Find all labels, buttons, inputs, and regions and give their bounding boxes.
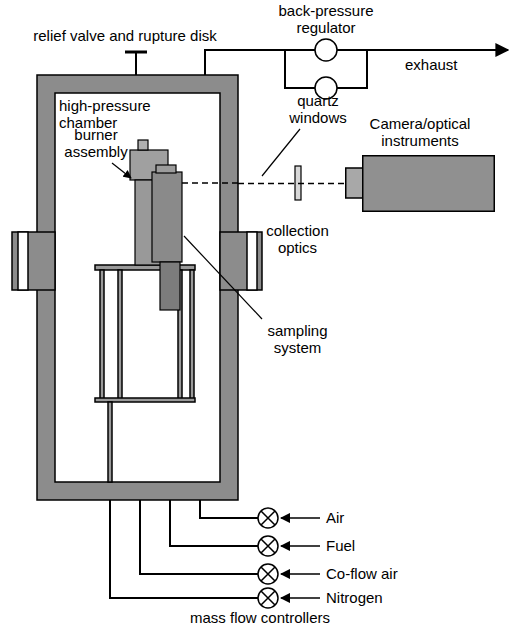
gas-label: Fuel [326,537,446,554]
sampling-system [152,165,182,310]
exhaust-label: exhaust [405,56,475,73]
exhaust-piping [205,50,508,88]
optical-path [238,183,345,184]
chamber-wall [37,75,238,500]
node-text: Camera/optical instruments [345,115,495,149]
regulator-label: back-pressure regulator [266,2,386,36]
node-text: high-pressure chamber [59,97,179,131]
optics-label: collection optics [250,222,345,256]
camera-housing [363,156,495,212]
gas-label: Air [326,509,446,526]
camera-box: Camera/optical instruments [345,155,495,212]
mass-flow-controller [258,508,278,608]
window-label: quartz windows [278,92,358,126]
feed-arrows [281,518,320,598]
optical-path [182,182,238,183]
relief-valve [125,52,147,75]
gas-label: Nitrogen [326,589,446,606]
back-pressure-regulator-symbol [315,39,337,99]
gas-feed-lines [110,500,258,598]
group-label: mass flow controllers [110,609,410,626]
camera-lens [346,168,363,198]
pressure-chamber: high-pressure chamber [37,75,238,500]
burner-label: burner assembly [56,126,136,160]
camera-body [345,155,495,212]
gas-label: Co-flow air [326,565,446,582]
valve-label: relief valve and rupture disk [10,27,240,44]
sampling-label: sampling system [250,322,345,356]
